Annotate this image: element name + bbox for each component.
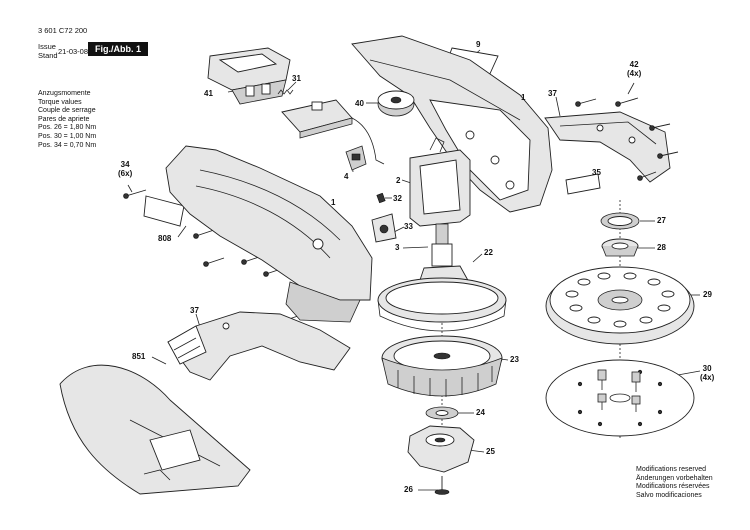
callout-4: 4	[344, 172, 349, 181]
dust-cover-top	[544, 111, 671, 183]
callout-23: 23	[510, 355, 519, 364]
figure-label: Fig./Abb. 1	[88, 42, 148, 56]
motor-stator-2	[409, 137, 471, 227]
callout-30: 30 (4x)	[700, 364, 714, 382]
screws-42	[575, 97, 679, 181]
fan-wheel-40	[377, 90, 415, 117]
callout-808: 808	[158, 234, 172, 243]
callout-33: 33	[404, 222, 413, 231]
document-number: 3 601 C72 200	[38, 26, 88, 35]
torque-line: Pares de apriete	[38, 115, 90, 123]
brush-unit-33	[371, 213, 397, 243]
sanding-pad-29	[545, 266, 695, 345]
callout-42-qty: (4x)	[627, 69, 642, 78]
callout-37-top: 37	[548, 89, 557, 98]
torque-line: Pos. 26 = 1,80 Nm	[38, 124, 97, 132]
callout-28: 28	[657, 243, 666, 252]
issue-date: 21-03-08	[58, 47, 89, 56]
switch-41	[207, 47, 291, 105]
dust-bag-851	[59, 364, 251, 495]
callout-27: 27	[657, 216, 666, 225]
electronics-board	[281, 99, 385, 165]
issue-block: Issue Stand	[38, 42, 58, 60]
callout-40: 40	[355, 99, 364, 108]
callout-34-qty: (6x)	[118, 169, 133, 178]
housing-half-top	[351, 35, 553, 213]
callout-1-left: 1	[331, 198, 336, 207]
spring-31	[277, 89, 294, 95]
callout-42-number: 42	[629, 60, 639, 69]
callout-35: 35	[592, 168, 601, 177]
callout-9: 9	[476, 40, 481, 49]
callout-851: 851	[132, 352, 146, 361]
label-sticker-808	[143, 195, 185, 227]
torque-line: Pos. 34 = 0,70 Nm	[38, 141, 97, 149]
torque-line: Torque values	[38, 98, 82, 106]
callout-30-qty: (4x)	[700, 373, 715, 382]
callout-41: 41	[204, 89, 213, 98]
callout-1-top: 1	[521, 93, 526, 102]
torque-line: Couple de serrage	[38, 107, 96, 115]
callout-31: 31	[292, 74, 301, 83]
label-sticker-35	[565, 173, 601, 195]
seal-28	[601, 238, 639, 257]
callout-34: 34 (6x)	[118, 160, 132, 178]
housing-half-left	[165, 145, 373, 323]
modifications-line: Modifications réservées	[636, 483, 710, 491]
modifications-line: Änderungen vorbehalten	[636, 474, 713, 482]
screws-30	[597, 369, 641, 412]
callout-29: 29	[703, 290, 712, 299]
dust-nozzle-37	[167, 311, 351, 381]
screw-26	[434, 476, 450, 495]
fan-23	[381, 335, 503, 397]
callout-30-number: 30	[702, 364, 712, 373]
callout-22: 22	[484, 248, 493, 257]
ring-27	[600, 212, 640, 230]
callout-37-left: 37	[190, 306, 199, 315]
callout-25: 25	[486, 447, 495, 456]
modifications-note: Modifications reserved Änderungen vorbeh…	[636, 466, 713, 500]
callout-26: 26	[404, 485, 413, 494]
screw-32	[376, 192, 386, 204]
torque-values-note: Anzugsmomente Torque values Couple de se…	[38, 90, 96, 150]
base-plate	[545, 359, 695, 437]
callout-34-number: 34	[120, 160, 130, 169]
modifications-line: Modifications reserved	[636, 466, 707, 473]
washer-24	[425, 406, 459, 420]
callout-24: 24	[476, 408, 485, 417]
issue-label-de: Stand	[38, 51, 58, 60]
issue-label-en: Issue	[38, 42, 56, 51]
pad-holes	[565, 272, 675, 328]
modifications-line: Salvo modificaciones	[636, 491, 702, 499]
bearing-flange-25	[407, 425, 475, 473]
callout-32: 32	[393, 194, 402, 203]
torque-line: Pos. 30 = 1,00 Nm	[38, 132, 97, 140]
callout-2: 2	[396, 176, 401, 185]
fan-housing-22	[377, 277, 507, 332]
torque-line: Anzugsmomente	[38, 90, 91, 97]
brush-holder-4	[345, 145, 367, 171]
callout-42: 42 (4x)	[627, 60, 641, 78]
callout-3: 3	[395, 243, 400, 252]
